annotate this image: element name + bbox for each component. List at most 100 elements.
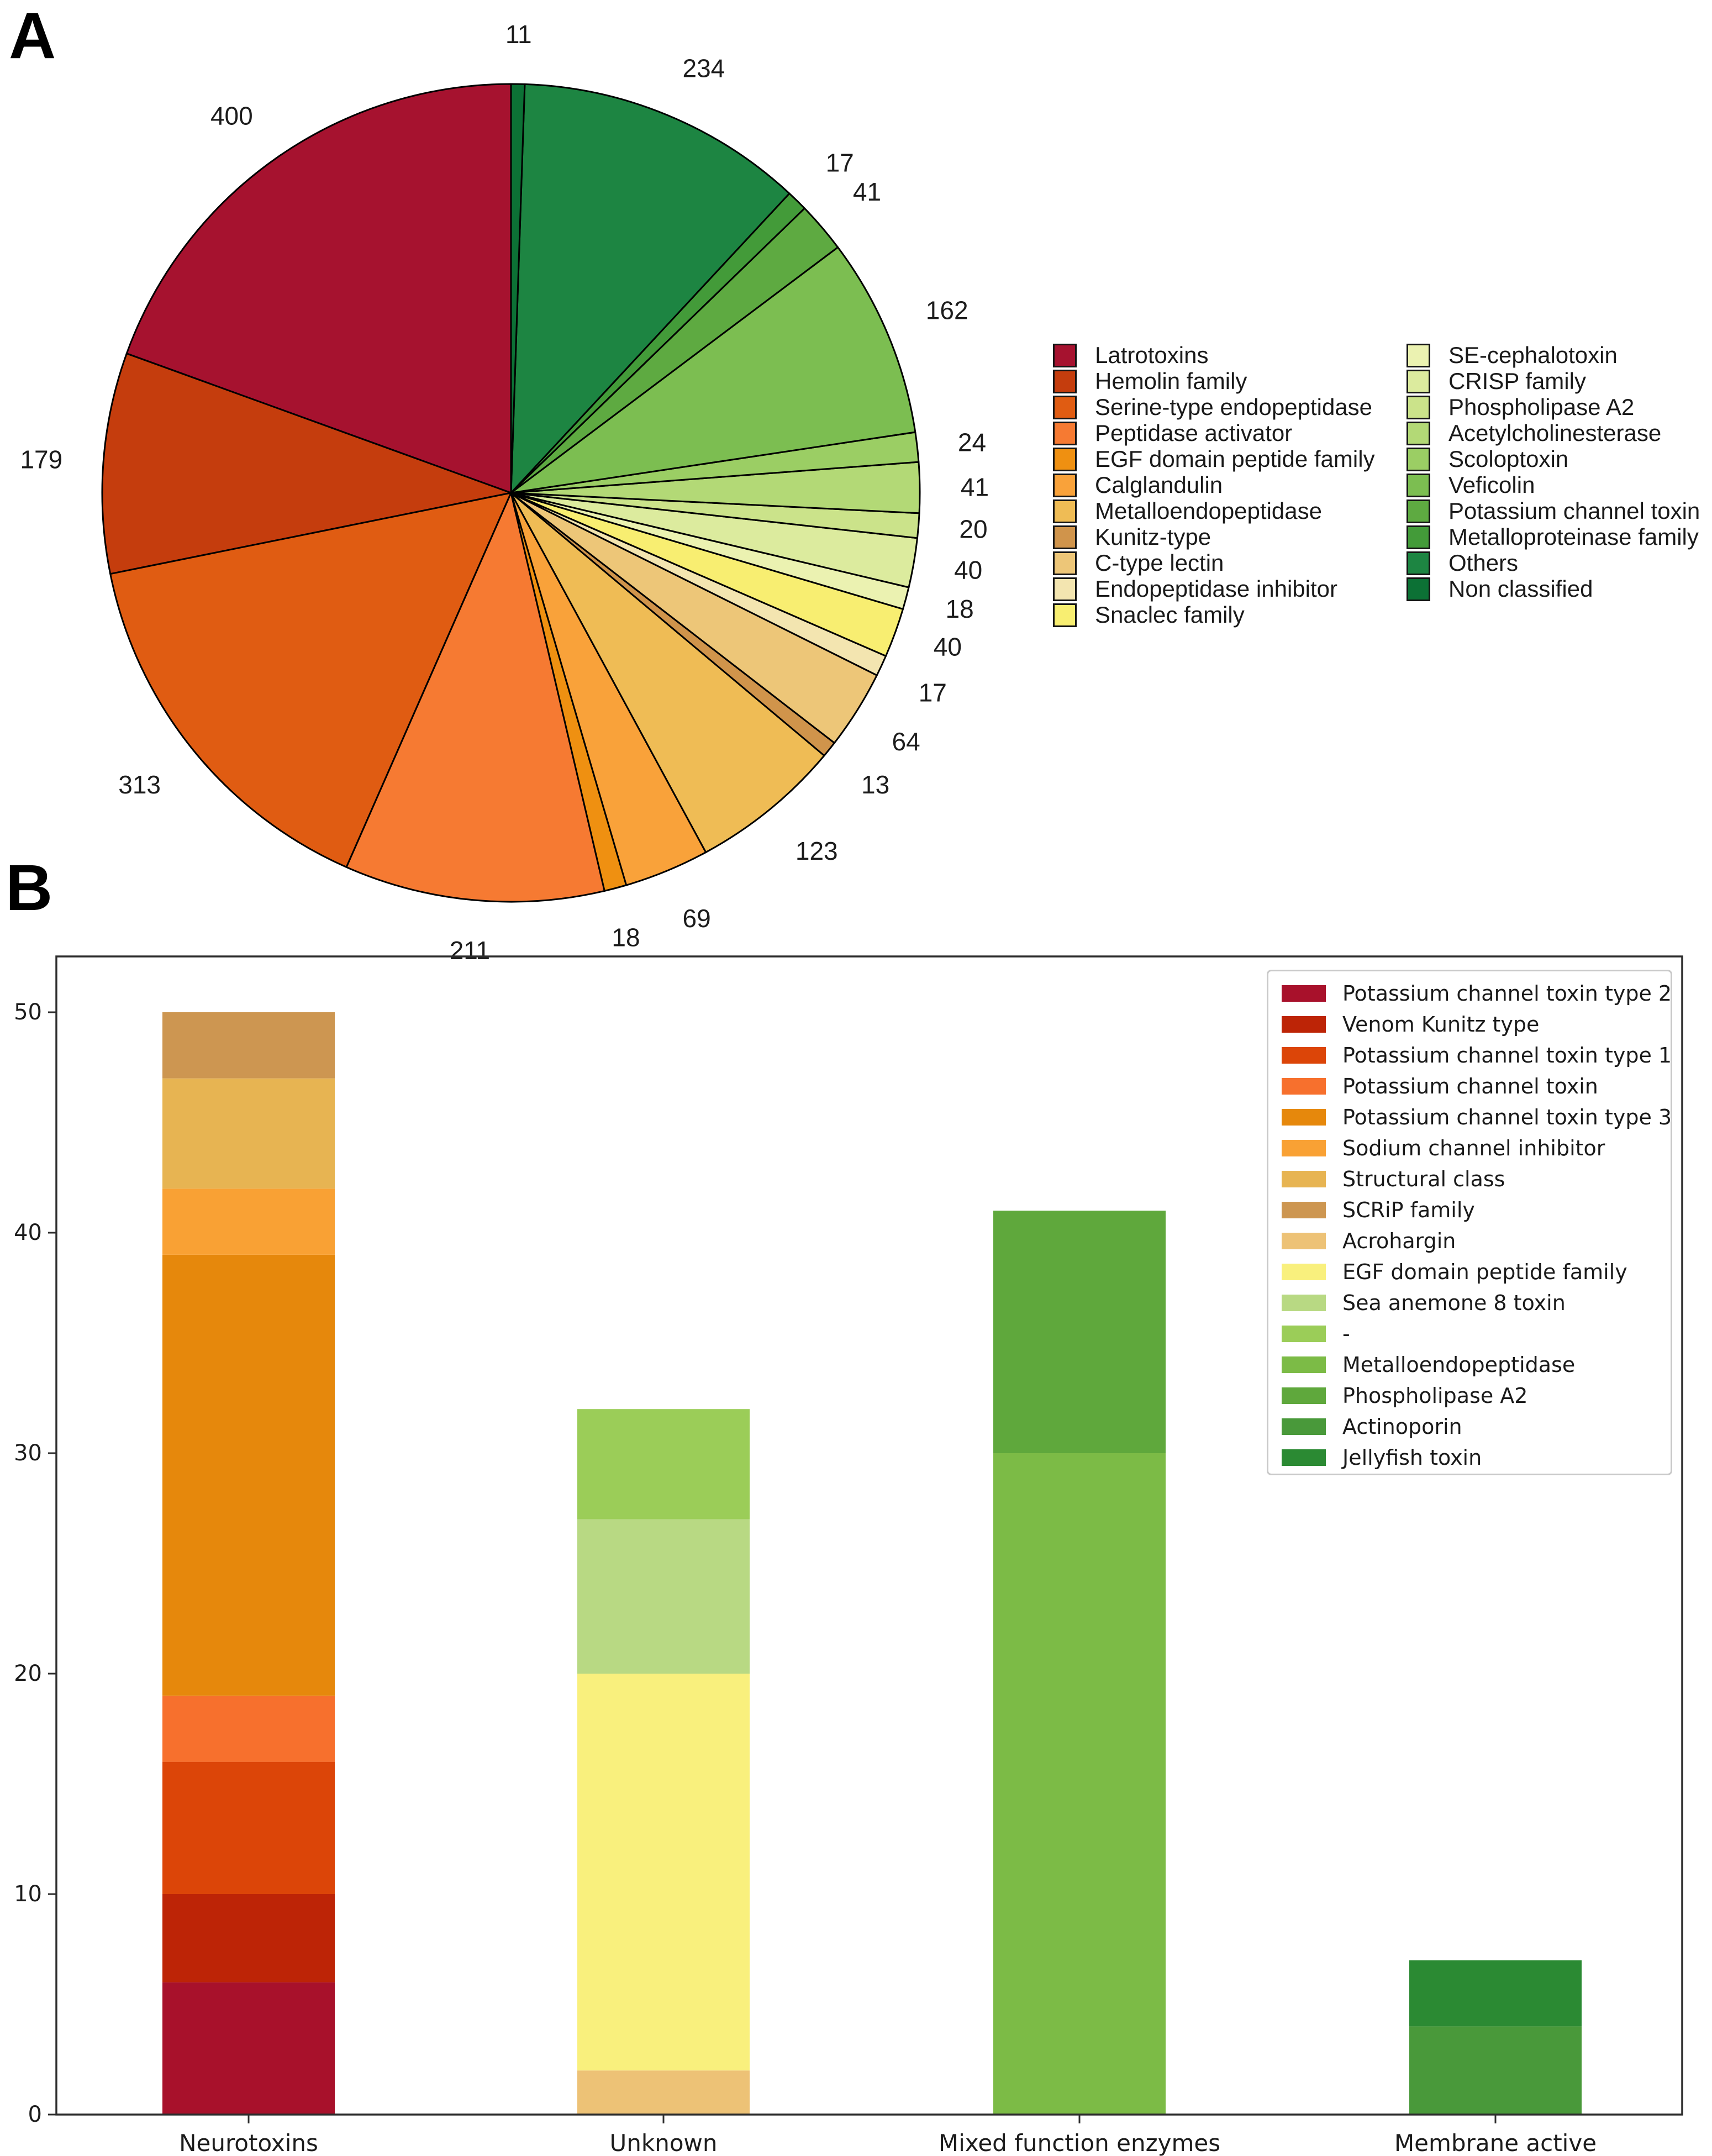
axes-box xyxy=(55,955,1683,2116)
legend-item: Acrohargin xyxy=(1282,1226,1671,1256)
legend-swatch xyxy=(1282,1387,1326,1404)
pie-value-label-16: 162 xyxy=(926,296,968,325)
legend-item: Phospholipase A2 xyxy=(1282,1380,1671,1411)
legend-label: Phospholipase A2 xyxy=(1448,394,1635,420)
legend-item: Hemolin family xyxy=(1053,368,1407,394)
legend-item: EGF domain peptide family xyxy=(1282,1256,1671,1287)
bar-segment-0-0 xyxy=(162,1982,335,2115)
bar-segment-1-8 xyxy=(577,2070,750,2115)
pie-slice-6 xyxy=(510,492,825,853)
legend-label: C-type lectin xyxy=(1095,550,1224,576)
legend-item: SCRiP family xyxy=(1282,1195,1671,1226)
pie-value-label-19: 234 xyxy=(683,54,725,83)
bar-segment-3-14 xyxy=(1409,2026,1582,2115)
pie-slice-3 xyxy=(345,492,605,903)
pie-value-label-12: 40 xyxy=(954,555,982,584)
legend-item: Acetylcholinesterase xyxy=(1407,420,1700,446)
pie-value-label-13: 20 xyxy=(959,514,987,543)
legend-label: Scoloptoxin xyxy=(1448,446,1569,472)
legend-item: Venom Kunitz type xyxy=(1282,1009,1671,1040)
legend-label: Latrotoxins xyxy=(1095,342,1209,368)
legend-item: Metalloproteinase family xyxy=(1407,524,1700,550)
legend-label: Actinoporin xyxy=(1342,1414,1462,1439)
legend-label: Potassium channel toxin xyxy=(1342,1074,1598,1098)
bar-segment-0-1 xyxy=(162,1894,335,1983)
bar-segment-0-4 xyxy=(162,1254,335,1696)
legend-item: Structural class xyxy=(1282,1164,1671,1195)
legend-item: Others xyxy=(1407,550,1700,576)
legend-label: SCRiP family xyxy=(1342,1198,1475,1222)
pie-value-label-6: 123 xyxy=(796,837,838,865)
bar-segment-0-2 xyxy=(162,1761,335,1894)
legend-swatch xyxy=(1282,1264,1326,1280)
legend-swatch xyxy=(1407,577,1430,601)
legend-label: EGF domain peptide family xyxy=(1342,1260,1627,1284)
pie-value-label-1: 179 xyxy=(20,445,62,474)
panel-b-label: B xyxy=(6,851,53,924)
legend-item: Snaclec family xyxy=(1053,602,1407,628)
panel-a-label: A xyxy=(9,0,56,72)
pie-value-label-3: 211 xyxy=(450,936,490,965)
legend-label: Acrohargin xyxy=(1342,1229,1456,1253)
legend-item: Peptidase activator xyxy=(1053,420,1407,446)
legend-swatch xyxy=(1407,395,1430,419)
pie-value-label-5: 69 xyxy=(683,904,711,933)
legend-label: Hemolin family xyxy=(1095,368,1247,394)
legend-label: SE-cephalotoxin xyxy=(1448,342,1618,368)
legend-item: CRISP family xyxy=(1407,368,1700,394)
pie-value-label-0: 400 xyxy=(210,102,253,130)
legend-label: Kunitz-type xyxy=(1095,524,1211,550)
legend-swatch xyxy=(1282,1418,1326,1435)
legend-swatch xyxy=(1282,1078,1326,1095)
pie-value-label-4: 18 xyxy=(612,923,640,952)
pie-value-label-18: 17 xyxy=(826,149,854,177)
bar-segment-0-7 xyxy=(162,1012,335,1079)
legend-label: Metalloproteinase family xyxy=(1448,524,1699,550)
legend-swatch xyxy=(1407,343,1430,367)
legend-swatch xyxy=(1282,1171,1326,1187)
bar-segment-1-11 xyxy=(577,1409,750,1519)
legend-label: Structural class xyxy=(1342,1167,1505,1191)
legend-swatch xyxy=(1282,1326,1326,1342)
bar-segment-3-15 xyxy=(1409,1960,1582,2027)
y-tick-label: 50 xyxy=(14,1000,42,1025)
y-tick-label: 30 xyxy=(14,1440,42,1466)
pie-value-label-10: 40 xyxy=(934,633,962,661)
legend-swatch xyxy=(1407,551,1430,575)
legend-swatch xyxy=(1282,1356,1326,1373)
pie-slice-16 xyxy=(510,246,916,494)
y-tick-label: 10 xyxy=(14,1881,42,1907)
x-tick-label-3: Membrane active xyxy=(1394,2129,1597,2156)
legend-label: Potassium channel toxin xyxy=(1448,498,1700,524)
legend-item: Potassium channel toxin type 3 xyxy=(1282,1102,1672,1133)
y-tick-label: 20 xyxy=(14,1661,42,1686)
pie-value-label-8: 64 xyxy=(892,727,920,756)
pie-slice-0 xyxy=(125,83,512,494)
legend-label: Jellyfish toxin xyxy=(1342,1445,1482,1470)
legend-label: Serine-type endopeptidase xyxy=(1095,394,1373,420)
legend-label: Calglandulin xyxy=(1095,472,1223,498)
x-tick-label-0: Neurotoxins xyxy=(179,2129,318,2156)
y-tick-label: 40 xyxy=(14,1220,42,1245)
pie-value-label-17: 41 xyxy=(853,177,881,206)
legend-swatch xyxy=(1407,447,1430,471)
legend-item: Serine-type endopeptidase xyxy=(1053,394,1407,420)
bar-segment-1-10 xyxy=(577,1519,750,1674)
legend-swatch xyxy=(1053,473,1077,497)
legend-label: Non classified xyxy=(1448,576,1593,602)
legend-swatch xyxy=(1282,1233,1326,1249)
legend-swatch xyxy=(1407,473,1430,497)
legend-label: Endopeptidase inhibitor xyxy=(1095,576,1337,602)
legend-swatch xyxy=(1407,369,1430,393)
legend-swatch xyxy=(1407,499,1430,523)
bar-segment-1-9 xyxy=(577,1674,750,2071)
legend-item: Potassium channel toxin type 2 xyxy=(1282,978,1672,1009)
bar-segment-2-13 xyxy=(993,1211,1166,1453)
legend-label: Metalloendopeptidase xyxy=(1095,498,1322,524)
legend-swatch xyxy=(1053,343,1077,367)
legend-swatch xyxy=(1053,421,1077,445)
